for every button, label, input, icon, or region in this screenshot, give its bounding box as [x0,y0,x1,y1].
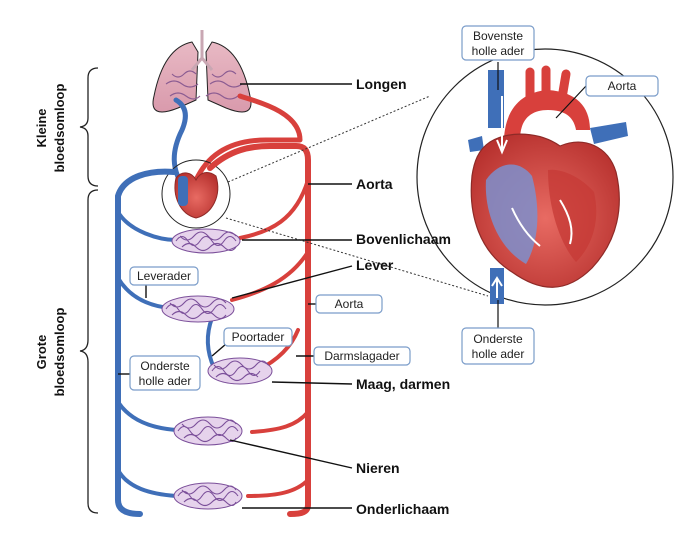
box-onderste-holle-ader-heart: Onderste holle ader [461,327,535,365]
capillary-liver [161,295,235,323]
grote-brace [79,189,99,514]
leader-lever [231,265,353,299]
box-aorta-small: Aorta [315,294,383,314]
box-aorta-heart: Aorta [585,75,659,97]
box-onderste-left-line1: Onderste [140,359,190,373]
artery-branch-liver [230,250,310,302]
artery-branch-lower [246,478,310,498]
inferior-vena-cava [115,168,177,517]
kleine-brace [79,67,99,187]
vein-branch-kidney [116,400,178,432]
zoom-connector-top [227,95,431,183]
small-heart [161,159,231,229]
box-darmslagader: Darmslagader [313,346,411,366]
box-onderste-heart-line2: holle ader [472,347,525,361]
lungs-illustration [152,30,252,113]
box-poortader: Poortader [223,327,293,347]
pulmonary-vein-vessel [193,93,303,183]
label-maag-darmen: Maag, darmen [356,376,450,392]
heart-zoom [416,48,674,306]
side-kleine-line2: bloedsomloop [52,84,67,173]
box-onderste-left-line2: holle ader [139,374,192,388]
side-grote-line2: bloedsomloop [52,308,67,397]
box-poortader-text: Poortader [232,330,285,344]
box-onderste-heart-line1: Onderste [473,332,523,346]
label-lever: Lever [356,257,394,273]
vein-branch-upper [116,210,178,242]
leader-nieren [229,439,353,469]
poortader-vessel [205,316,216,370]
vein-branch-lower [116,468,178,498]
box-bovenste-line1: Bovenste [473,29,523,43]
box-darmslagader-text: Darmslagader [324,349,399,363]
box-leverader-text: Leverader [137,269,191,283]
box-aorta-heart-text: Aorta [608,79,637,93]
box-bovenste-line2: holle ader [472,44,525,58]
box-leverader: Leverader [129,266,199,286]
leader-poortader [211,343,227,357]
box-bovenste-holle-ader: Bovenste holle ader [461,25,535,61]
box-onderste-holle-ader-left: Onderste holle ader [129,355,201,391]
capillary-intestine [207,357,273,385]
capillary-upper [171,228,241,254]
artery-branch-upper [238,178,310,240]
pulmonary-artery-vessel [171,97,189,193]
capillary-kidney [173,416,243,446]
label-longen: Longen [356,76,407,92]
label-onderlichaam: Onderlichaam [356,501,449,517]
side-kleine-line1: Kleine [34,108,49,147]
artery-branch-kidney [250,410,310,434]
label-nieren: Nieren [356,460,400,476]
capillary-lower [173,482,243,510]
leader-maag [271,381,353,385]
label-aorta: Aorta [356,176,393,192]
leader-aorta-zoom [555,85,587,119]
label-bovenlichaam: Bovenlichaam [356,231,451,247]
side-grote-line1: Grote [34,335,49,370]
aorta-descending [207,143,311,517]
box-aorta-small-text: Aorta [335,297,364,311]
zoom-connector-bottom [225,217,489,297]
